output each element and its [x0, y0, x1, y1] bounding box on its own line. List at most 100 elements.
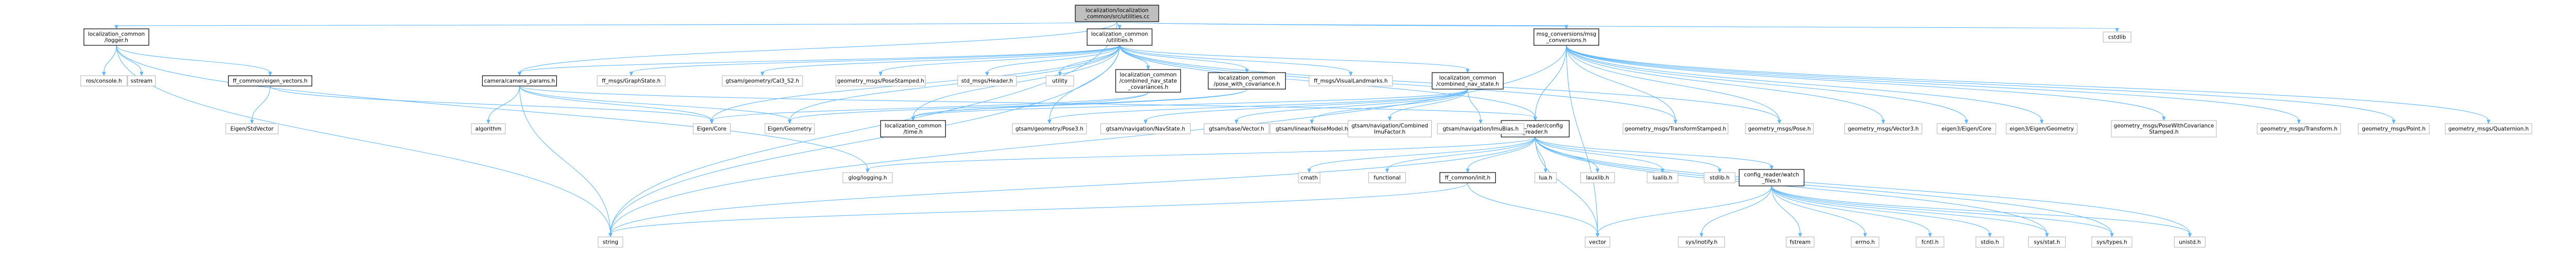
- graph-node-trapstate[interactable]: ff_msgs/GraphState.h: [597, 75, 666, 87]
- graph-node-stdvector[interactable]: Eigen/StdVector: [225, 123, 279, 134]
- graph-node-stdlib[interactable]: stdlib.h: [1704, 172, 1736, 183]
- graph-node-combined-nav-cov[interactable]: localization_common/combined_nav_state_c…: [1115, 69, 1181, 93]
- edge-line: [269, 85, 713, 121]
- graph-node-pose3[interactable]: gtsam/geometry/Pose3.h: [1012, 123, 1087, 134]
- edge-arrowhead: [1387, 116, 1392, 122]
- graph-node-fcntl[interactable]: fcntl.h: [1916, 236, 1944, 248]
- node-label: sstream: [131, 78, 152, 84]
- node-box: [765, 123, 815, 134]
- edge-logger-to-string: [116, 45, 613, 238]
- edge-pose-with-cov-to-time: [911, 89, 1247, 122]
- graph-node-eigen-vectors[interactable]: ff_common/eigen_vectors.h: [228, 75, 312, 87]
- node-label: _reader.h: [1522, 129, 1548, 135]
- edge-line: [519, 85, 1536, 118]
- graph-node-cmath[interactable]: cmath: [1298, 172, 1320, 183]
- edge-combined-nav-to-combined-imu: [1387, 89, 1468, 122]
- graph-node-time[interactable]: localization_common/time.h: [880, 120, 946, 138]
- graph-node-ros-console[interactable]: ros/console.h: [80, 75, 128, 87]
- node-label: _files.h: [1761, 178, 1781, 184]
- edge-line: [762, 45, 1120, 73]
- edge-arrowhead: [760, 72, 765, 77]
- graph-node-stdio[interactable]: stdio.h: [1975, 236, 2004, 248]
- graph-node-gm-pose[interactable]: geometry_msgs/Pose.h: [1745, 123, 1814, 134]
- graph-node-noisemodel[interactable]: gtsam/linear/NoiseModel.h: [1269, 123, 1354, 134]
- graph-node-lualib[interactable]: lualib.h: [1647, 172, 1679, 183]
- edge-line: [1566, 45, 2042, 121]
- edge-camera-params-to-algorithm: [486, 85, 520, 125]
- node-label: gtsam/navigation/Combined: [1351, 123, 1428, 129]
- edge-line: [1771, 185, 1866, 234]
- node-box: [1975, 236, 2004, 248]
- graph-node-functional[interactable]: functional: [1368, 172, 1406, 183]
- edge-line: [912, 89, 1247, 118]
- graph-node-combined-nav[interactable]: localization_common/combined_nav_state.h: [1432, 72, 1504, 90]
- graph-node-posestamped[interactable]: geometry_msgs/PoseStamped.h: [835, 75, 926, 87]
- graph-node-vector[interactable]: gtsam/base/Vector.h: [1204, 123, 1269, 134]
- edge-utilities-to-combined-nav: [1119, 45, 1470, 74]
- graph-node-inotify[interactable]: sys/inotify.h: [1677, 236, 1725, 248]
- graph-node-systypes[interactable]: sys/types.h: [2091, 236, 2132, 248]
- graph-node-ff-init[interactable]: ff_common/init.h: [1439, 172, 1496, 183]
- graph-node-utility[interactable]: utility: [1045, 75, 1074, 87]
- graph-node-msgconv[interactable]: msg_conversions/msg_conversions.h: [1533, 28, 1599, 46]
- graph-node-cstdlib[interactable]: cstdlib: [2103, 31, 2131, 43]
- edge-msgconv-to-config-reader: [1533, 45, 1567, 122]
- graph-node-glog[interactable]: glog/logging.h: [842, 172, 893, 183]
- graph-node-visual-landmarks[interactable]: ff_msgs/VisualLandmarks.h: [1309, 75, 1393, 87]
- edge-arrowhead: [1699, 233, 1704, 238]
- graph-node-transformstamped[interactable]: geometry_msgs/TransformStamped.h: [1622, 123, 1728, 134]
- node-label: utility: [1052, 78, 1067, 84]
- graph-node-eigen-eigen-geometry[interactable]: eigen3/Eigen/Geometry: [2006, 123, 2078, 134]
- graph-node-cal3[interactable]: gtsam/geometry/Cal3_S2.h: [722, 75, 803, 87]
- node-box: [1534, 172, 1557, 183]
- node-label: errno.h: [1855, 239, 1875, 246]
- graph-node-lua[interactable]: lua.h: [1534, 172, 1557, 183]
- graph-node-imubias[interactable]: gtsam/navigation/ImuBias.h: [1437, 123, 1524, 134]
- graph-node-fstream[interactable]: fstream: [1786, 236, 1815, 248]
- graph-node-pose-cov-stamped[interactable]: geometry_msgs/PoseWithCovarianceStamped.…: [2111, 120, 2217, 138]
- graph-node-watch-files[interactable]: config_reader/watch_files.h: [1739, 169, 1805, 186]
- node-label: /time.h: [904, 129, 923, 135]
- graph-node-lauxlib[interactable]: lauxlib.h: [1580, 172, 1615, 183]
- graph-node-gm-quaternion[interactable]: geometry_msgs/Quaternion.h: [2445, 123, 2532, 134]
- edge-arrowhead: [2162, 116, 2166, 122]
- graph-node-header[interactable]: std_msgs/Header.h: [957, 75, 1017, 87]
- edge-line: [1566, 45, 1598, 234]
- graph-node-pose-with-cov[interactable]: localization_common/pose_with_covariance…: [1208, 72, 1286, 90]
- graph-node-eigen-geometry[interactable]: Eigen/Geometry: [765, 123, 815, 134]
- graph-node-eigen-core[interactable]: Eigen/Core: [692, 123, 731, 134]
- graph-node-camera-params[interactable]: camera/camera_params.h: [482, 75, 557, 87]
- edge-arrowhead: [1988, 233, 1992, 238]
- graph-node-utilities[interactable]: localization_common/utilities.h: [1087, 28, 1153, 46]
- graph-node-algorithm[interactable]: algorithm: [471, 123, 506, 134]
- graph-node-sstream[interactable]: sstream: [127, 75, 156, 87]
- nodes-layer: localization/localization_common/src/uti…: [80, 5, 2532, 248]
- graph-node-navstate[interactable]: gtsam/navigation/NavState.h: [1100, 123, 1191, 134]
- graph-node-root[interactable]: localization/localization_common/src/uti…: [1075, 5, 1159, 22]
- edge-line: [1771, 185, 2047, 234]
- edge-watch-files-to-sysstat: [1771, 185, 2049, 238]
- graph-node-string[interactable]: string: [598, 236, 623, 248]
- edge-combined-nav-to-pose3: [1047, 89, 1468, 125]
- node-label: eigen3/Eigen/Geometry: [2010, 126, 2074, 132]
- edge-arrowhead: [878, 72, 883, 77]
- graph-node-unistd[interactable]: unistd.h: [2174, 236, 2206, 248]
- node-label: string: [603, 239, 618, 246]
- edge-combined-nav-to-navstate: [1143, 89, 1468, 125]
- node-label: std_msgs/Header.h: [961, 78, 1013, 84]
- edge-msgconv-to-transformstamped: [1566, 45, 1677, 125]
- edge-line: [1566, 45, 1780, 121]
- edge-arrowhead: [608, 233, 613, 238]
- graph-node-eigen-eigen-core[interactable]: eigen3/Eigen/Core: [1937, 123, 1996, 134]
- graph-node-sysstat[interactable]: sys/stat.h: [2028, 236, 2066, 248]
- edge-arrowhead: [268, 72, 273, 77]
- node-label: Stamped.h: [2149, 129, 2178, 135]
- graph-node-logger[interactable]: localization_common/logger.h: [83, 28, 149, 46]
- graph-node-std-vector[interactable]: vector: [1585, 236, 1611, 248]
- graph-node-gm-transform[interactable]: geometry_msgs/Transform.h: [2257, 123, 2341, 134]
- graph-node-gm-vector3[interactable]: geometry_msgs/Vector3.h: [1844, 123, 1923, 134]
- graph-node-errno[interactable]: errno.h: [1851, 236, 1879, 248]
- graph-node-gm-point[interactable]: geometry_msgs/Point.h: [2358, 123, 2430, 134]
- edge-arrowhead: [2188, 233, 2192, 238]
